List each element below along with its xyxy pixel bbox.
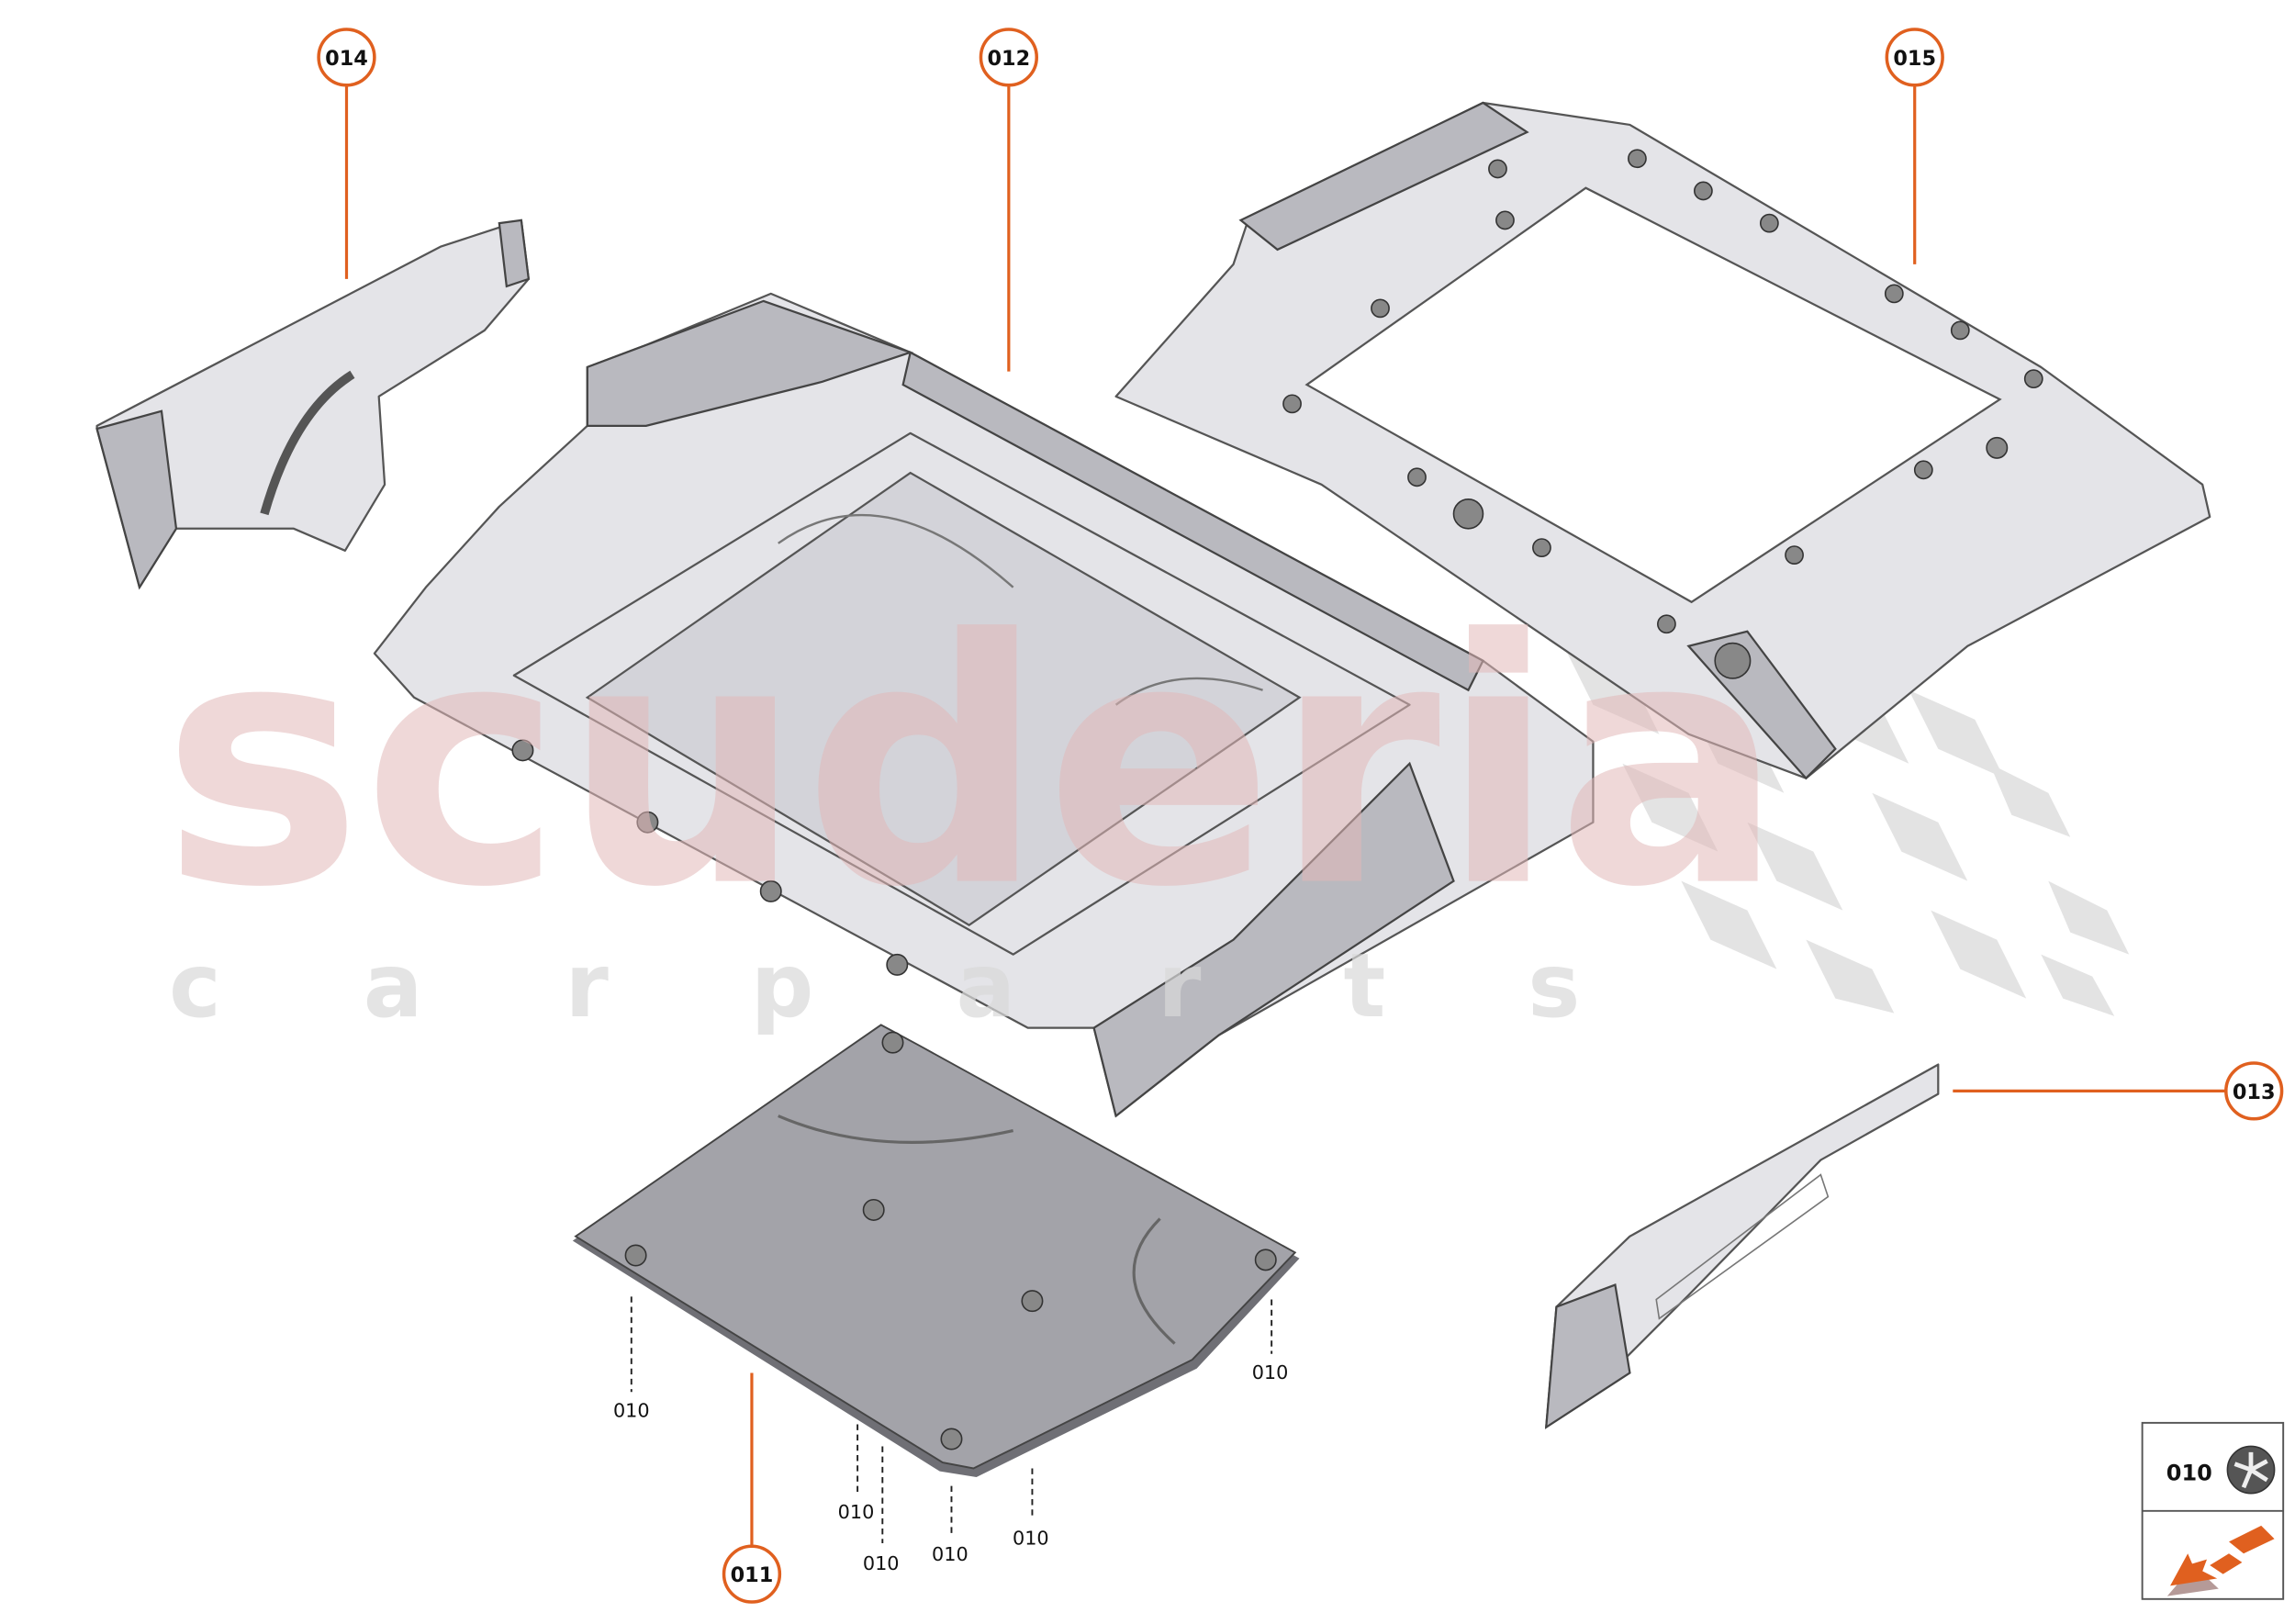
callout-014[interactable]: 014 xyxy=(317,28,376,279)
watermark-brand: scuderia xyxy=(162,568,1785,961)
watermark: scuderia c a r p a r t s xyxy=(162,568,1785,1037)
callout-011[interactable]: 011 xyxy=(722,1372,782,1604)
callout-013[interactable]: 013 xyxy=(1953,1061,2284,1121)
fastener-label-text: 010 xyxy=(613,1399,650,1421)
part-013-side-trim[interactable] xyxy=(1544,1063,1940,1429)
front-arrow-icon xyxy=(2166,1525,2275,1596)
part-011-floor-panel[interactable] xyxy=(572,1024,1300,1478)
fastener-clip-icon xyxy=(2226,1445,2276,1495)
callout-label: 015 xyxy=(1893,47,1936,71)
fastener-label-text: 010 xyxy=(863,1552,900,1574)
watermark-sub: c a r p a r t s xyxy=(169,935,1636,1037)
legend-part-number: 010 xyxy=(2166,1460,2212,1485)
fastener-label-text: 010 xyxy=(1252,1361,1289,1383)
callout-label: 013 xyxy=(2233,1081,2276,1104)
part-014-trim-panel[interactable] xyxy=(95,218,531,590)
callout-012[interactable]: 012 xyxy=(979,28,1039,372)
fastener-label-text: 010 xyxy=(1013,1528,1049,1550)
part-015-frame[interactable] xyxy=(1114,101,2211,780)
callout-label: 012 xyxy=(987,47,1030,71)
fastener-label[interactable]: 010 xyxy=(1252,1299,1289,1383)
fastener-label[interactable]: 010 xyxy=(863,1446,900,1574)
fastener-label[interactable]: 010 xyxy=(932,1485,968,1566)
legend-box: 010 xyxy=(2141,1421,2285,1600)
callout-label: 014 xyxy=(325,47,368,71)
fastener-label[interactable]: 010 xyxy=(613,1296,650,1421)
callout-label: 011 xyxy=(731,1563,774,1587)
fastener-label[interactable]: 010 xyxy=(838,1424,875,1523)
callout-015[interactable]: 015 xyxy=(1885,28,1944,264)
part-012-rear-tray[interactable] xyxy=(373,292,1595,1118)
fastener-label-text: 010 xyxy=(838,1501,875,1523)
fastener-label-text: 010 xyxy=(932,1543,968,1565)
fastener-label[interactable]: 010 xyxy=(1013,1468,1049,1550)
